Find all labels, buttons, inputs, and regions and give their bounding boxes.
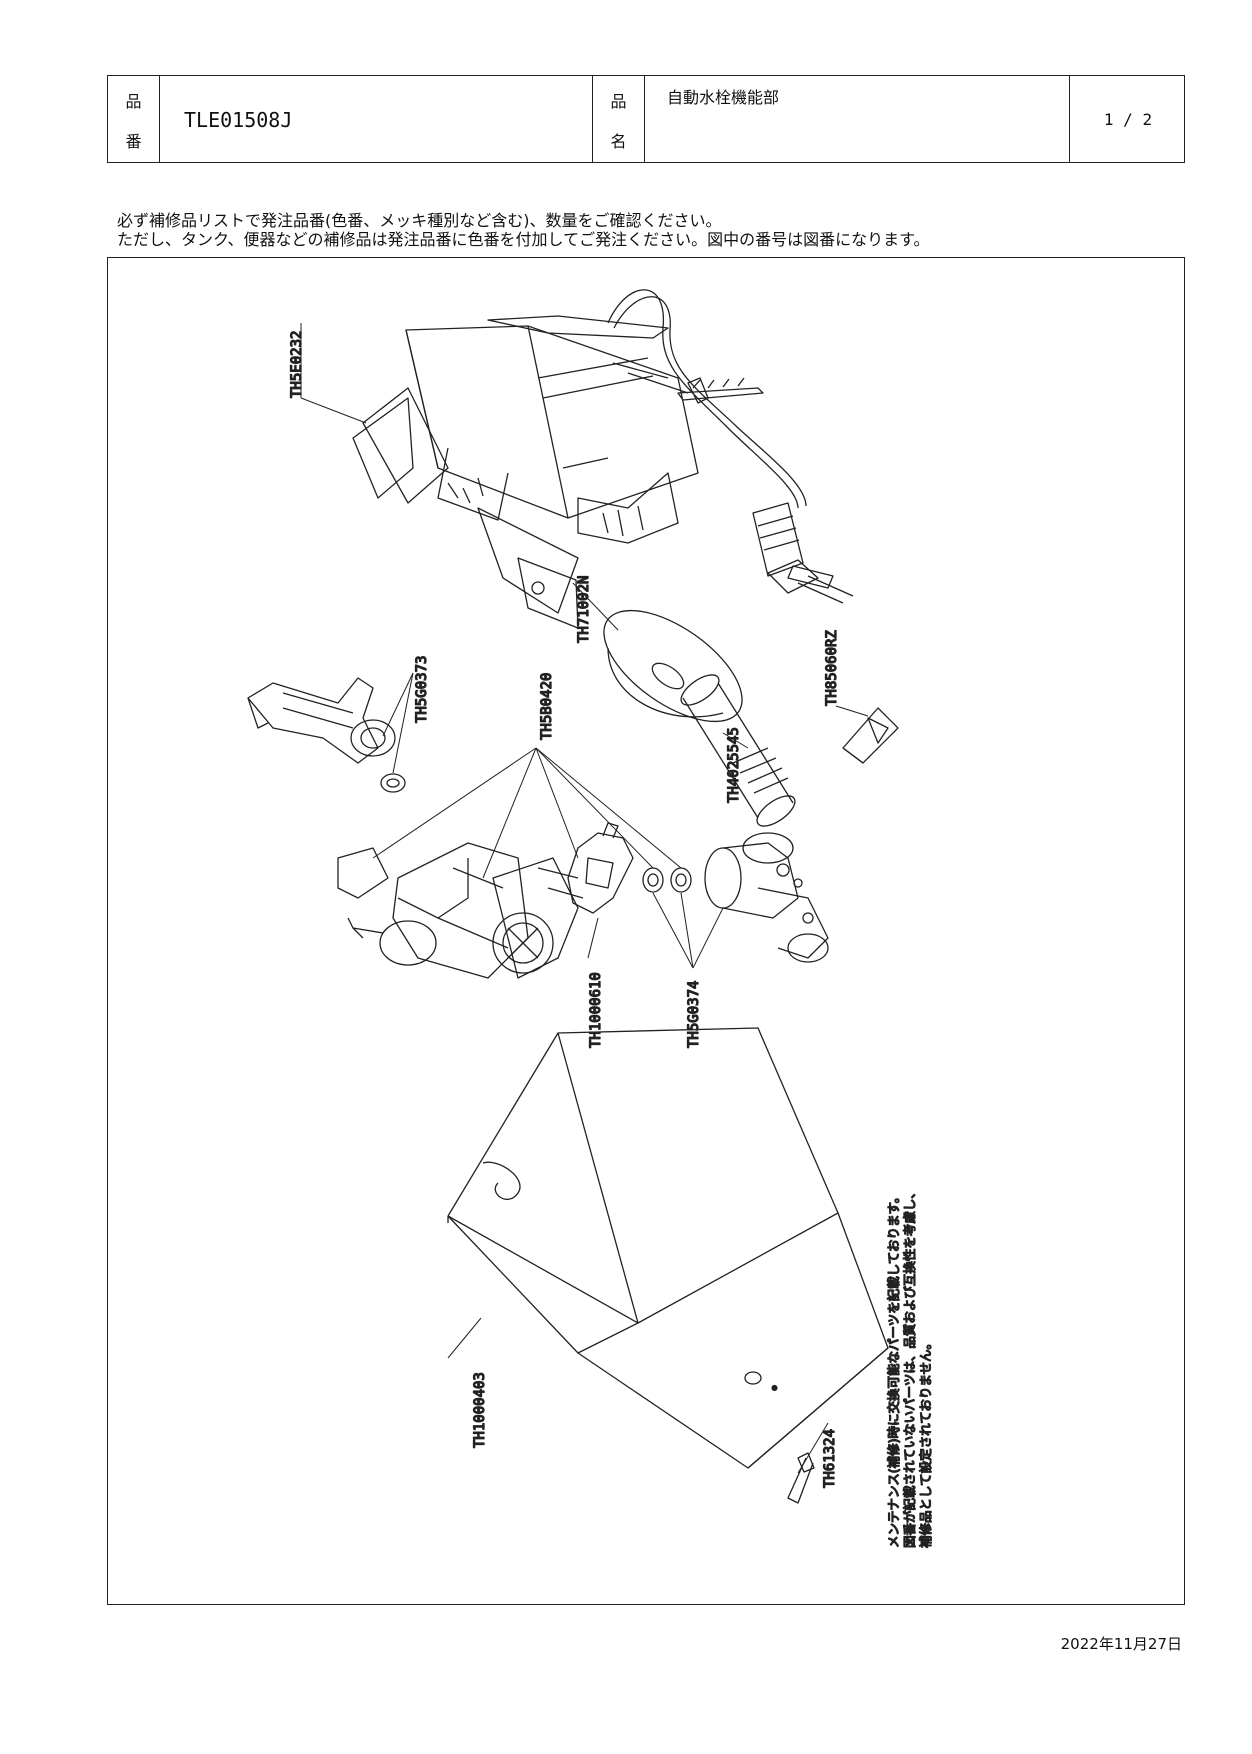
part-number: TLE01508J (160, 76, 593, 162)
part-label-th5e0232: TH5E0232 (289, 331, 305, 398)
name-label-top: 品 (610, 92, 627, 111)
part-no-label-bottom: 番 (125, 132, 142, 151)
o-rings-drawing (642, 867, 692, 893)
issue-date: 2022年11月27日 (1060, 1635, 1182, 1653)
part-label-th4025545: TH4025545 (726, 727, 742, 803)
tee-fitting-drawing (704, 832, 829, 963)
exploded-diagram: ● TH5E0232 (247, 289, 934, 1549)
page-indicator: 1 / 2 (1103, 110, 1153, 129)
part-no-label-cell: 品 番 (108, 76, 160, 162)
pipe-drawing (680, 674, 796, 827)
maintenance-note-line-2: 図番が記載されていないパーツは、品質および互換性を考慮し、 (902, 1186, 917, 1548)
part-label-th61324: TH61324 (822, 1429, 838, 1488)
part-label-th5g0374: TH5G0374 (686, 981, 702, 1048)
cover-drawing: ● (447, 1027, 889, 1469)
notice-line-2: ただし、タンク、便器などの補修品は発注品番に色番を付加してご発注ください。図中の… (117, 230, 930, 249)
order-notice: 必ず補修品リストで発注品番(色番、メッキ種別など含む)、数量をご確認ください。 … (117, 211, 929, 249)
key-drawing (842, 707, 899, 764)
part-label-th85060rz: TH85060RZ (824, 630, 840, 706)
flange-drawing (603, 609, 743, 723)
exploded-diagram-frame: ● TH5E0232 (107, 257, 1185, 1605)
part-no-label-top: 品 (125, 92, 142, 111)
cover-brand-mark: ● (771, 1383, 778, 1392)
notice-line-1: 必ず補修品リストで発注品番(色番、メッキ種別など含む)、数量をご確認ください。 (117, 211, 722, 230)
screw-drawing (787, 1452, 815, 1504)
name-label-bottom: 名 (610, 132, 627, 151)
clip-drawing (567, 822, 634, 914)
solenoid-valve-drawing (337, 842, 584, 979)
title-block: 品 番 TLE01508J 品 名 自動水栓機能部 1 / 2 (107, 75, 1185, 163)
controller-unit-drawing (352, 315, 699, 629)
leader-lines (300, 397, 869, 1474)
part-label-th5b0420: TH5B0420 (539, 673, 555, 740)
strainer-fitting-drawing (247, 677, 406, 793)
part-label-th5g0373: TH5G0373 (414, 656, 430, 723)
part-label-th1000610: TH1000610 (588, 972, 604, 1048)
maintenance-note-line-3: 補修品として設定されておりません。 (918, 1337, 933, 1548)
power-cord-drawing (607, 289, 854, 604)
part-label-th1000403: TH1000403 (472, 1372, 488, 1448)
name-label-cell: 品 名 (593, 76, 645, 162)
product-name: 自動水栓機能部 (645, 76, 1070, 162)
part-label-th71002n: TH71002N (576, 576, 592, 643)
maintenance-note-line-1: メンテナンス(補修)時に交換可能なパーツを記載しております。 (886, 1191, 901, 1548)
